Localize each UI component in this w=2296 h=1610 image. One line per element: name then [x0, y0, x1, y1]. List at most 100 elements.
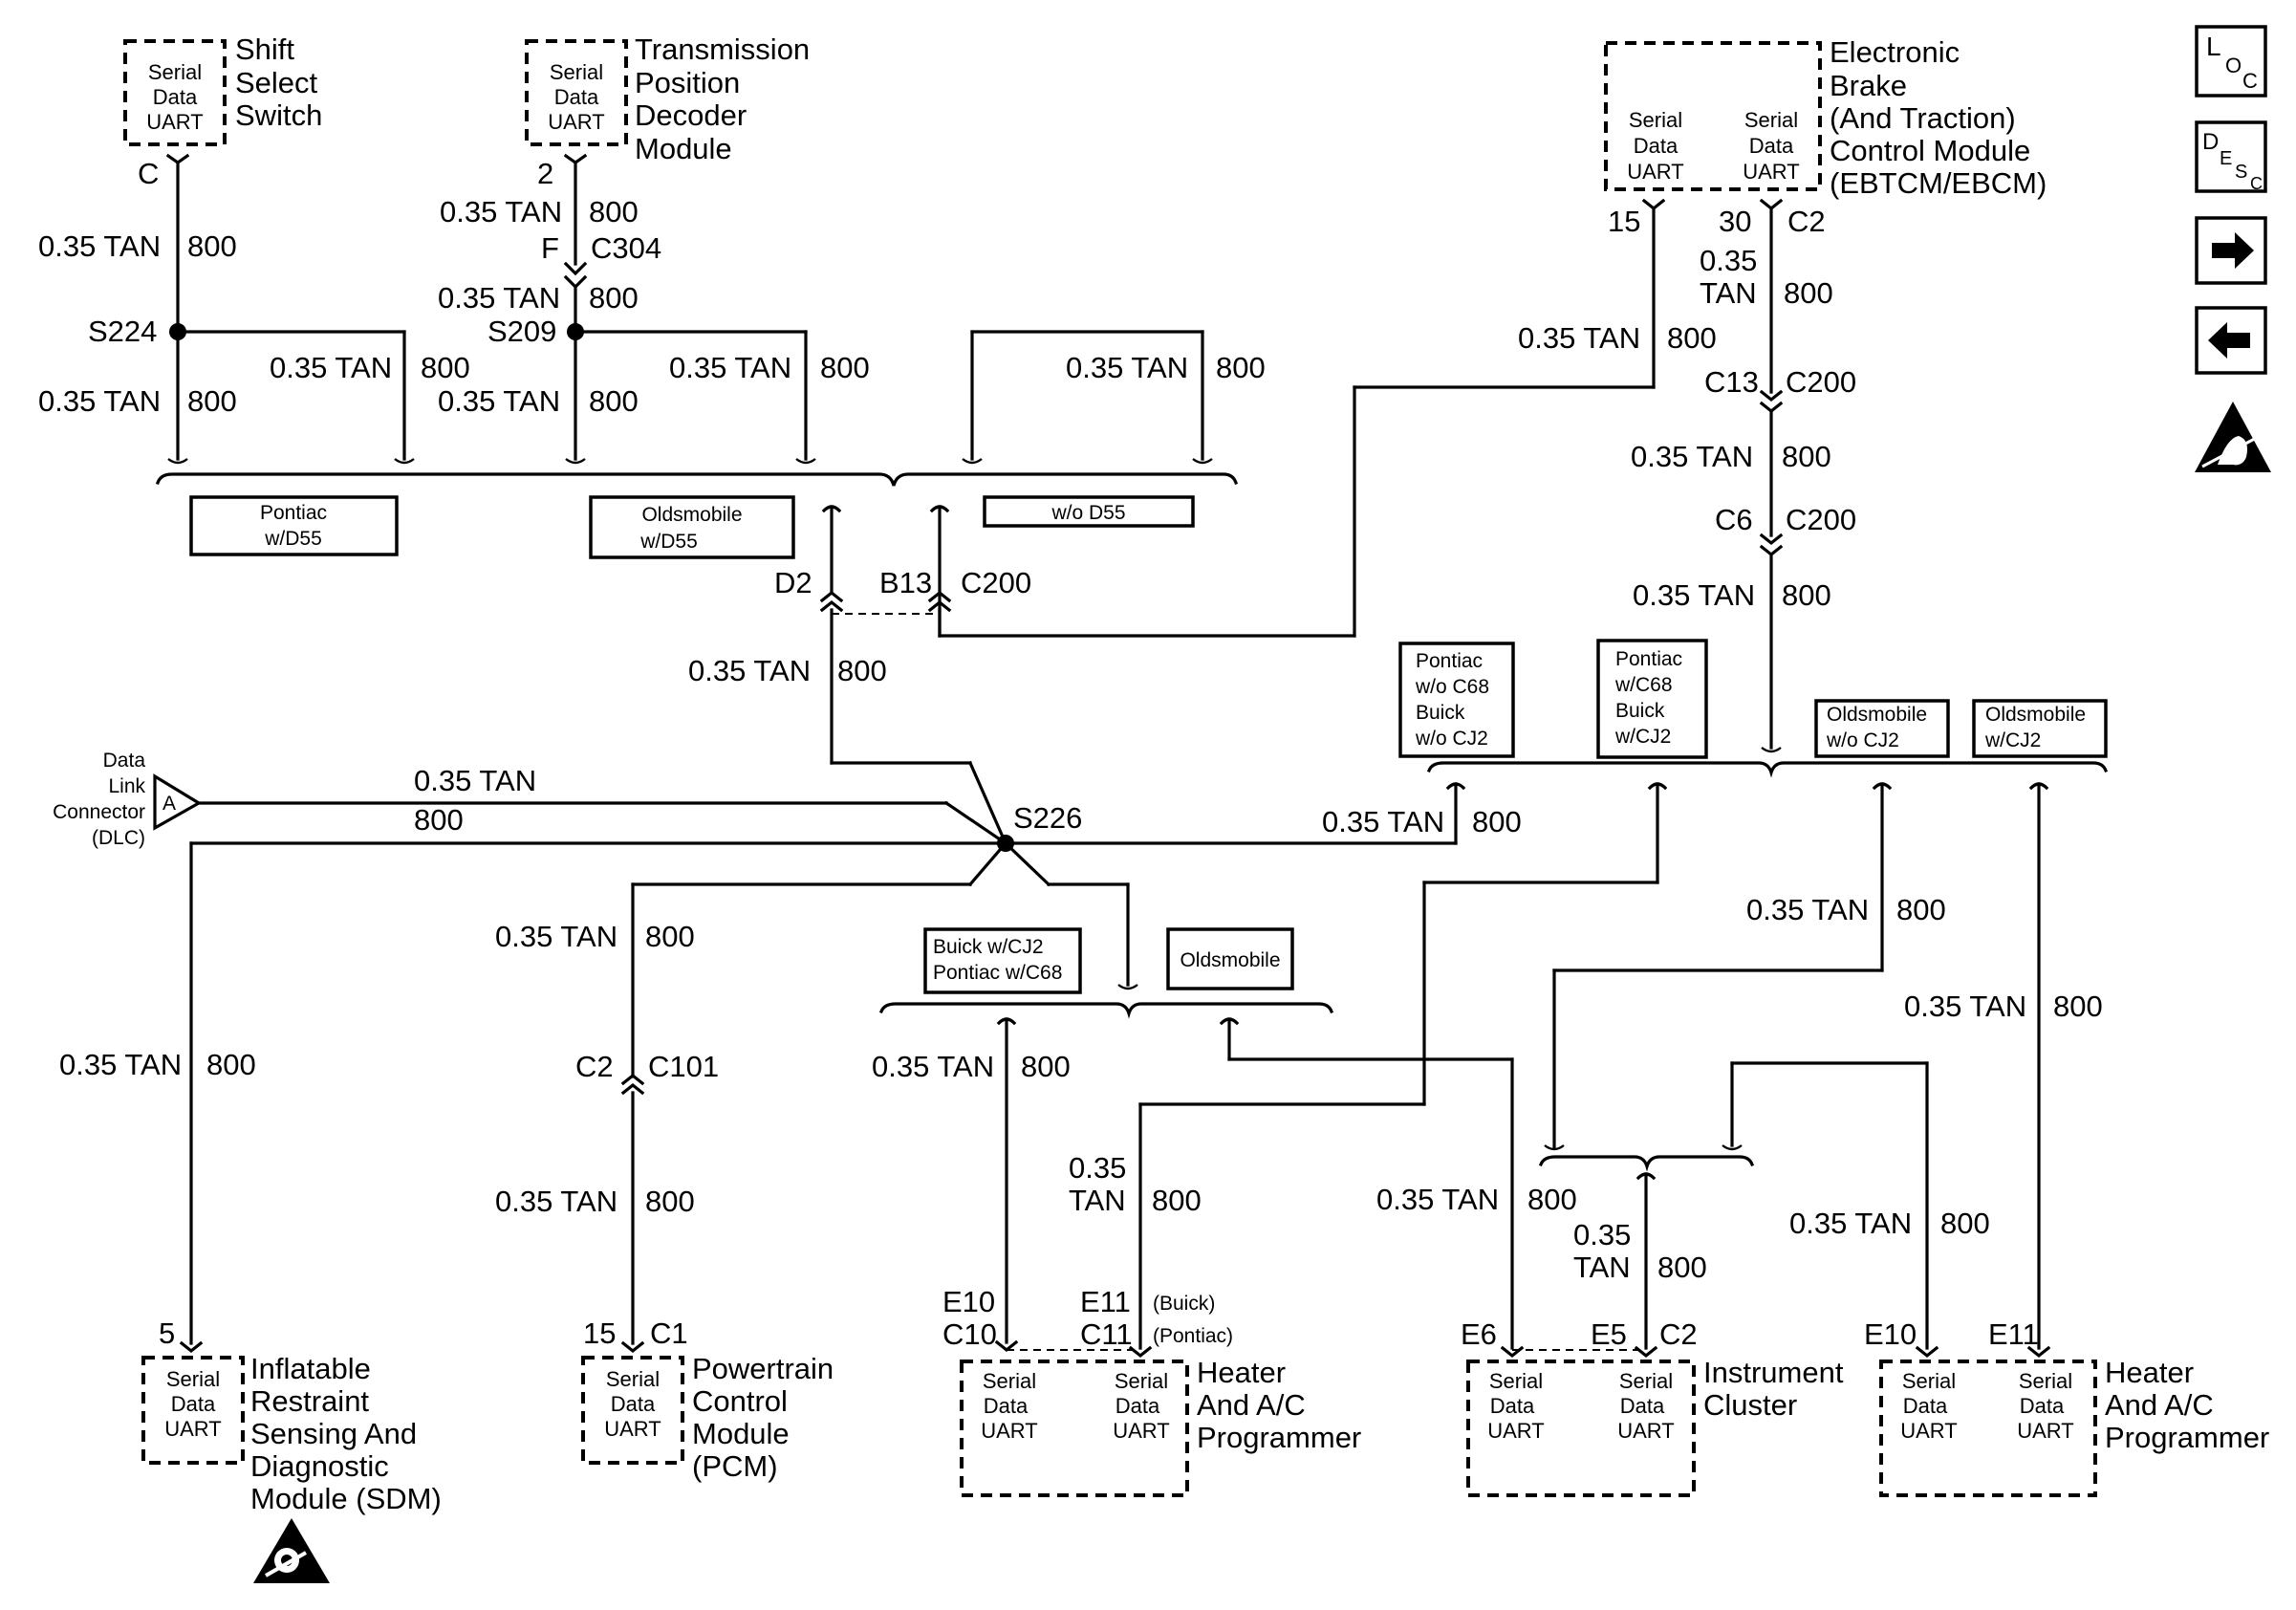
svg-text:E: E	[2220, 148, 2232, 169]
module-name: And A/C	[2105, 1388, 2214, 1422]
wire-gauge: 0.35 TAN	[414, 764, 536, 797]
wire-circuit: 800	[1152, 1184, 1202, 1217]
wire-gauge: 0.35 TAN	[438, 384, 560, 418]
svg-text:UART: UART	[164, 1417, 222, 1441]
pcm-module: 15 C1 Serial Data UART Powertrain Contro…	[581, 1316, 834, 1483]
wire-gauge: 0.35 TAN	[1376, 1183, 1499, 1216]
svg-text:Data: Data	[611, 1392, 656, 1416]
svg-text:Data: Data	[1620, 1394, 1665, 1418]
svg-text:O: O	[2225, 54, 2242, 77]
previous-page-arrow-icon[interactable]	[2195, 306, 2267, 375]
svg-text:UART: UART	[1617, 1419, 1675, 1443]
desc-icon[interactable]: D E S C	[2195, 120, 2267, 193]
svg-text:Data: Data	[984, 1394, 1029, 1418]
svg-text:w/CJ2: w/CJ2	[1984, 729, 2041, 751]
module-name: Heater	[1197, 1356, 1286, 1389]
wire-circuit: 800	[1784, 276, 1833, 310]
connector-label: B13	[879, 566, 932, 599]
svg-text:Pontiac: Pontiac	[1416, 650, 1483, 672]
svg-text:Buick w/CJ2: Buick w/CJ2	[933, 936, 1044, 958]
pin-label: C10	[942, 1317, 997, 1351]
module-name: Heater	[2105, 1356, 2194, 1389]
module-name: (EBTCM/EBCM)	[1830, 166, 2047, 200]
pin-label: E6	[1461, 1317, 1497, 1351]
svg-text:C: C	[2250, 174, 2263, 193]
splice-label: S224	[88, 315, 157, 348]
svg-text:UART: UART	[604, 1417, 661, 1441]
pin-label: E11	[1988, 1317, 2039, 1351]
loc-icon[interactable]: L O C	[2195, 25, 2267, 98]
svg-text:UART: UART	[1900, 1419, 1958, 1443]
wire-gauge: 0.35 TAN	[495, 1185, 617, 1218]
svg-text:Buick: Buick	[1416, 702, 1465, 724]
module-name: Control	[692, 1384, 788, 1418]
uart-line: Data	[554, 85, 599, 109]
wire-circuit: 800	[1940, 1207, 1990, 1240]
wire-circuit: 800	[187, 229, 237, 263]
next-page-arrow-icon[interactable]	[2195, 216, 2267, 285]
wire-circuit: 800	[206, 1048, 256, 1081]
pin-label: E5	[1591, 1317, 1627, 1351]
option-box-pontiac-d55: Pontiac w/D55	[189, 495, 399, 556]
wire-gauge: 0.35 TAN	[38, 229, 161, 263]
connector-label: C2	[1787, 205, 1826, 238]
wire-gauge: 0.35 TAN	[872, 1050, 994, 1083]
svg-text:UART: UART	[981, 1419, 1038, 1443]
connector-label: C1	[650, 1316, 688, 1350]
svg-text:Pontiac w/C68: Pontiac w/C68	[933, 962, 1062, 984]
module-name: Switch	[235, 98, 322, 132]
wire-gauge: 0.35 TAN	[688, 654, 811, 687]
option-box-wo-d55: w/o D55	[983, 495, 1195, 528]
wire-gauge: 0.35 TAN	[1789, 1207, 1912, 1240]
wire-gauge: 0.35	[1700, 244, 1757, 277]
wire-circuit: 800	[589, 281, 639, 315]
svg-text:w/D55: w/D55	[639, 531, 698, 553]
svg-text:Data: Data	[1490, 1394, 1535, 1418]
svg-text:Data: Data	[103, 750, 146, 772]
svg-text:C: C	[2242, 69, 2258, 93]
module-name: Cluster	[1703, 1388, 1797, 1422]
wire-circuit: 800	[1782, 440, 1831, 473]
svg-text:w/o D55: w/o D55	[1051, 502, 1125, 524]
ebtcm-module: Serial Data UART Serial Data UART Electr…	[1604, 35, 2047, 238]
module-name: Brake	[1830, 69, 1907, 102]
svg-text:Data: Data	[2020, 1394, 2065, 1418]
esd-warning-icon	[2195, 402, 2271, 472]
connector-label: C200	[1786, 365, 1856, 399]
module-name: (PCM)	[692, 1449, 778, 1483]
option-box-olds-w-cj2: Oldsmobile w/CJ2	[1972, 699, 2108, 758]
connector-label: C2	[1659, 1317, 1698, 1351]
pin-label: 15	[583, 1316, 616, 1350]
svg-text:UART: UART	[2017, 1419, 2074, 1443]
svg-text:Data: Data	[1634, 134, 1679, 158]
wire-gauge: 0.35 TAN	[1631, 440, 1753, 473]
pin-label: 30	[1719, 205, 1751, 238]
option-box-pontiac-w-c68: Pontiac w/C68 Buick w/CJ2	[1596, 639, 1708, 759]
svg-text:Oldsmobile: Oldsmobile	[1985, 704, 2086, 726]
sdm-module: 5 Serial Data UART Inflatable Restraint …	[141, 1316, 442, 1515]
svg-text:Link: Link	[108, 775, 145, 797]
wire-circuit: 800	[2053, 990, 2103, 1023]
pin-label: 5	[159, 1316, 175, 1350]
splice-label: S226	[1013, 801, 1082, 835]
option-box-buick-cj2: Buick w/CJ2 Pontiac w/C68	[923, 927, 1082, 994]
wire-gauge: 0.35	[1069, 1151, 1126, 1185]
uart-line: Data	[153, 85, 198, 109]
wire-gauge: 0.35 TAN	[1066, 351, 1188, 384]
option-box-pontiac-wo-c68: Pontiac w/o C68 Buick w/o CJ2	[1398, 642, 1515, 758]
svg-text:Data: Data	[1749, 134, 1794, 158]
wire-circuit: 800	[1216, 351, 1266, 384]
wire-gauge: TAN	[1573, 1251, 1631, 1284]
wire-circuit: 800	[820, 351, 870, 384]
instrument-cluster: E6 E5 C2 Serial Data UART Serial Data UA…	[1461, 1317, 1844, 1497]
connector-label: C200	[961, 566, 1031, 599]
svg-text:Pontiac: Pontiac	[1615, 648, 1682, 670]
option-box-olds-wo-cj2: Oldsmobile w/o CJ2	[1814, 699, 1950, 758]
wire-circuit: 800	[1667, 321, 1717, 355]
shift-select-switch-module: Serial Data UART Shift Select Switch C	[123, 33, 322, 190]
wire-circuit: 800	[1472, 805, 1522, 838]
module-name: Decoder	[635, 98, 747, 132]
pin-label: E11	[1080, 1285, 1131, 1318]
wire-gauge: 0.35 TAN	[438, 281, 560, 315]
hvac-programmer-2: E10 E11 Serial Data UART Serial Data UAR…	[1864, 1317, 2269, 1497]
